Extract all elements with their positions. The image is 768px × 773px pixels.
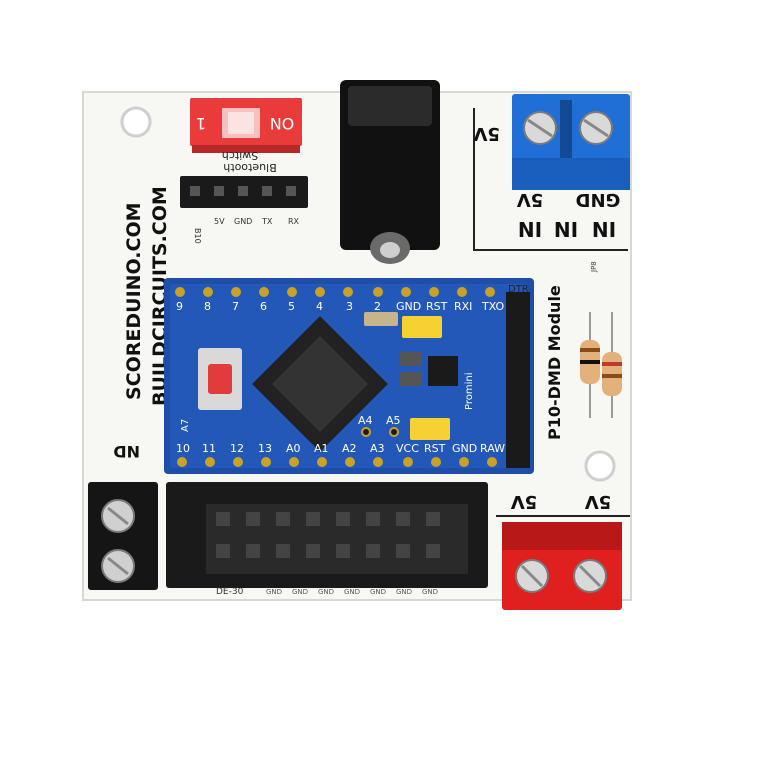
arduino-pin-label: 11 xyxy=(202,442,216,455)
dip-switch[interactable]: 1 ON xyxy=(190,98,302,153)
bt-pin-label: RX xyxy=(288,217,300,226)
arduino-pin-label: 2 xyxy=(374,300,381,313)
mounting-hole-top-left xyxy=(120,106,152,138)
mounting-hole-bottom-right xyxy=(584,450,616,482)
gnd-label: GND xyxy=(318,588,334,596)
arduino-pin-a4: A4 xyxy=(358,414,373,427)
arduino-right-header xyxy=(506,292,530,468)
arduino-pin-label: 4 xyxy=(316,300,323,313)
arduino-pin-label: 5 xyxy=(288,300,295,313)
side-text-scoreduino: SCOREDUINO.COM xyxy=(123,202,145,400)
arduino-pin-label: RXI xyxy=(454,300,472,313)
arduino-pin-label: 13 xyxy=(258,442,272,455)
gnd-label: GND xyxy=(292,588,308,596)
arduino-pin-a7: A7 xyxy=(180,419,191,432)
arduino-pin-label: TXO xyxy=(481,300,505,313)
gnd-label: GND xyxy=(370,588,386,596)
arduino-pin-label: 12 xyxy=(230,442,244,455)
blue-screw-terminal[interactable] xyxy=(512,94,630,190)
blue-terminal-label-5v: 5V xyxy=(517,189,544,210)
arduino-top-pin-labels: 9 8 7 6 5 4 3 2 GND RST RXI TXO xyxy=(176,300,505,313)
bluetooth-subtitle: Switch xyxy=(222,149,258,162)
arduino-pin-label: VCC xyxy=(396,442,419,455)
jumper-label: JP8 xyxy=(590,261,598,273)
arduino-promini-label: Promini xyxy=(464,373,475,411)
arduino-pin-label: 6 xyxy=(260,300,267,313)
idc-corner-label: DE-30 xyxy=(216,587,244,597)
module-label: P10-DMD Module xyxy=(545,285,564,440)
gnd-label: GND xyxy=(344,588,360,596)
arduino-pin-label: 3 xyxy=(346,300,353,313)
gnd-label: GND xyxy=(396,588,412,596)
arduino-pin-a5: A5 xyxy=(386,414,401,427)
arduino-top-pin-row xyxy=(175,287,495,297)
gnd-label: GND xyxy=(266,588,282,596)
bluetooth-header xyxy=(180,176,308,208)
arduino-pin-label: RST xyxy=(426,300,448,313)
black-terminal-label: ND xyxy=(113,442,140,461)
idc-header xyxy=(166,482,488,588)
blue-terminal-outline xyxy=(473,108,628,251)
arduino-pin-label: A3 xyxy=(370,442,385,455)
bt-pin-label: GND xyxy=(234,217,252,226)
dc-barrel-jack xyxy=(340,80,440,264)
blue-terminal-in-2: IN xyxy=(554,217,578,241)
arduino-pin-label: RAW xyxy=(480,442,505,455)
arduino-pin-label: 9 xyxy=(176,300,183,313)
bt-pin-label: 5V xyxy=(214,217,225,226)
bluetooth-pin-labels: B10 5V GND TX RX xyxy=(193,217,300,244)
arduino-pin-label: 10 xyxy=(176,442,190,455)
bt-pin-label: TX xyxy=(261,217,273,226)
arduino-pin-label: GND xyxy=(452,442,477,455)
arduino-pin-label: A0 xyxy=(286,442,301,455)
idc-gnd-labels: GND GND GND GND GND GND GND xyxy=(266,588,438,596)
bluetooth-title: Bluetooth xyxy=(223,161,276,174)
gnd-label: GND xyxy=(422,588,438,596)
dip-switch-on-label: ON xyxy=(270,114,295,133)
arduino-pin-label: A1 xyxy=(314,442,329,455)
red-terminal-label-left: 5V xyxy=(511,491,538,512)
blue-terminal-in-3: IN xyxy=(592,217,616,241)
red-screw-terminal[interactable] xyxy=(502,522,622,610)
blue-terminal-label-gnd: GND xyxy=(576,189,621,210)
blue-terminal-in-1: IN xyxy=(518,217,542,241)
red-terminal-label-right: 5V xyxy=(585,491,612,512)
arduino-pin-label: 8 xyxy=(204,300,211,313)
arduino-pin-label: RST xyxy=(424,442,446,455)
arduino-bottom-pin-row xyxy=(177,457,497,467)
blue-terminal-5v-top: 5V xyxy=(473,123,500,144)
bt-pin-label: B10 xyxy=(193,228,202,244)
arduino-dtr-label: DTR xyxy=(508,284,529,295)
dip-switch-number: 1 xyxy=(196,114,206,133)
resistor-pair xyxy=(580,312,622,418)
arduino-pin-label: A2 xyxy=(342,442,357,455)
arduino-pro-mini xyxy=(164,278,534,474)
arduino-bottom-pin-labels: 10 11 12 13 A0 A1 A2 A3 VCC RST GND RAW xyxy=(176,442,505,455)
arduino-pin-label: GND xyxy=(396,300,421,313)
black-screw-terminal[interactable] xyxy=(88,482,158,590)
arduino-pin-label: 7 xyxy=(232,300,239,313)
